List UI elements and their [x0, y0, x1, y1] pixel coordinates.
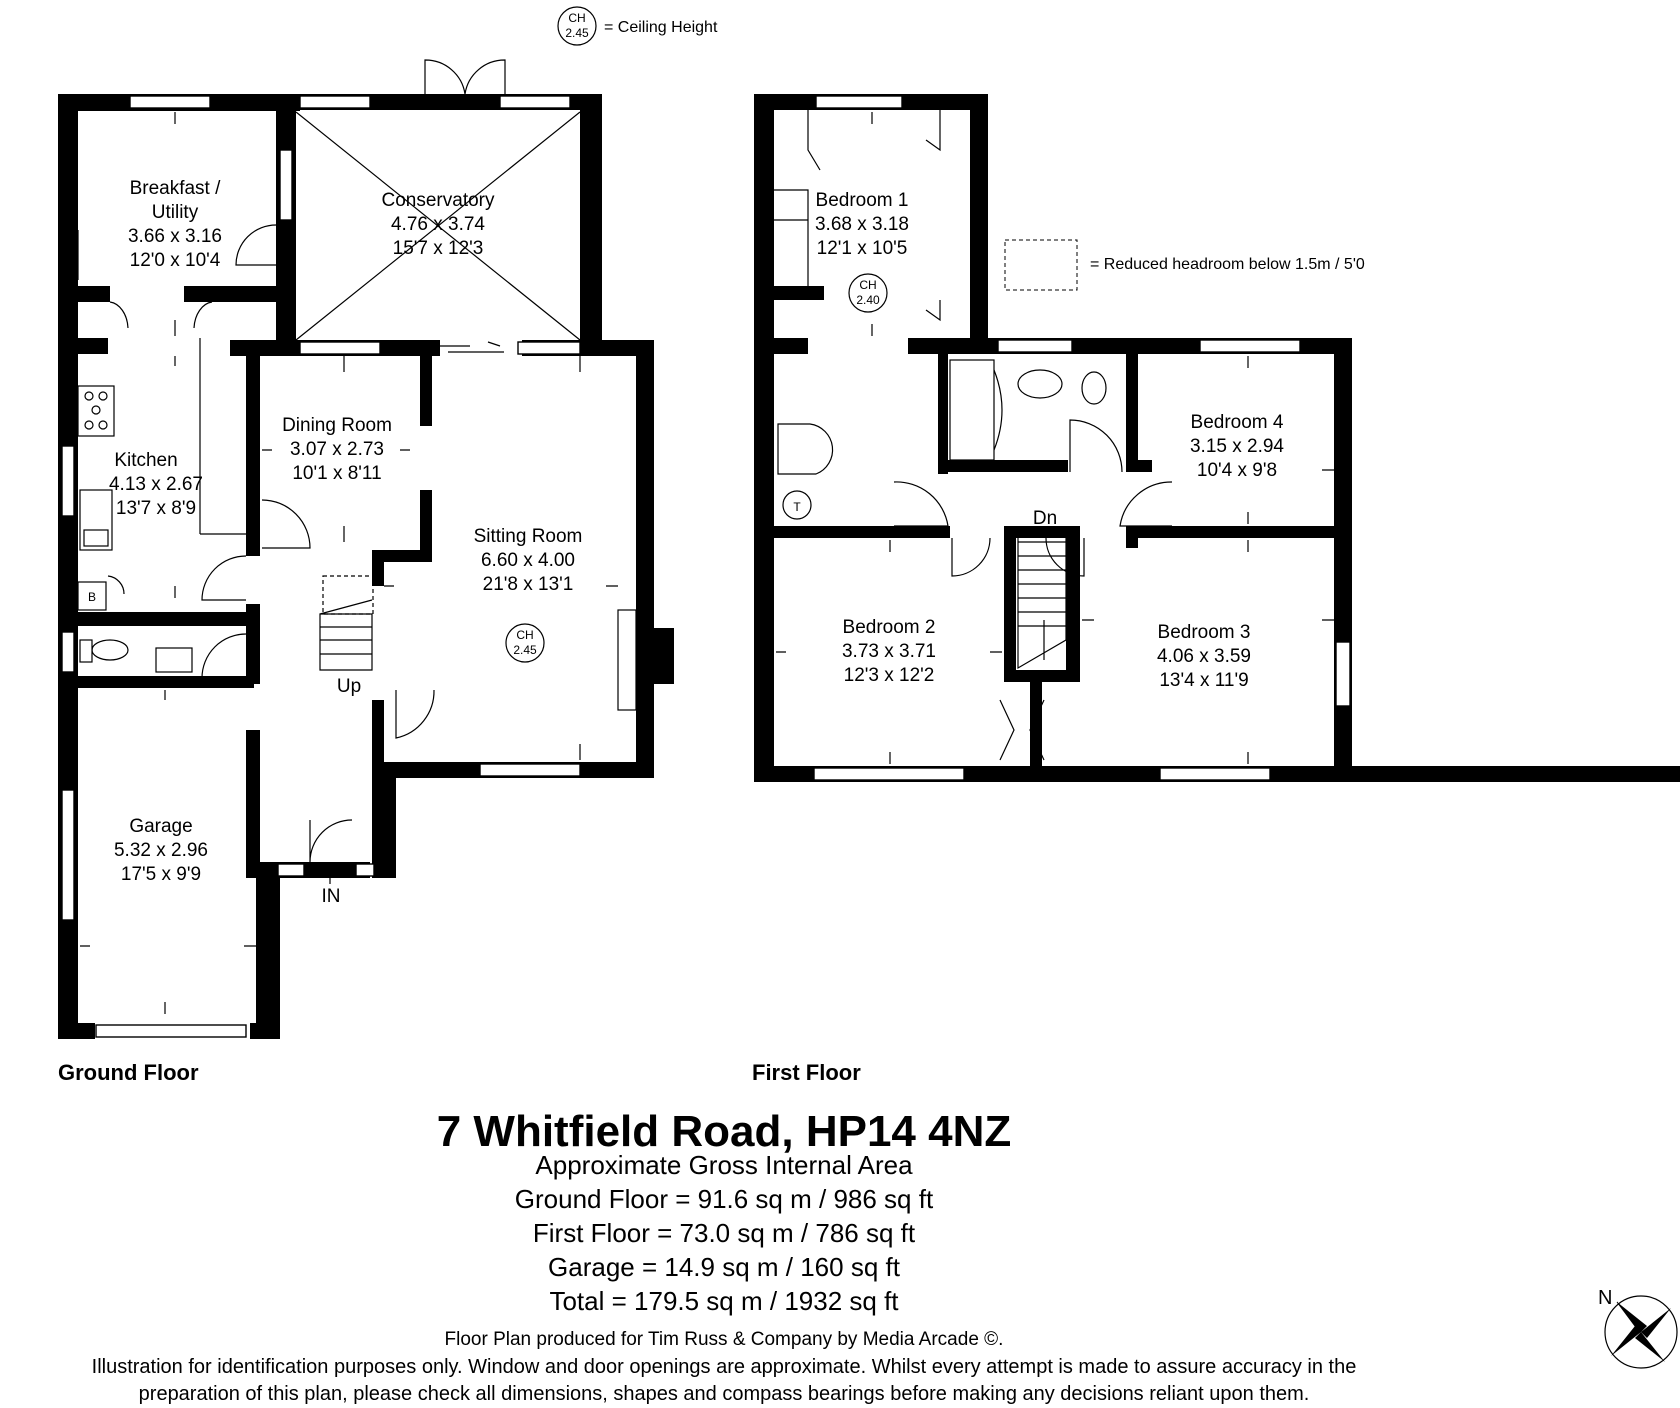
dining-imperial: 10'1 x 8'11: [292, 463, 381, 484]
first-floor-plan: T Dn Bedroom 1 3.68 x 3.18 12'1 x 10'5 C…: [754, 94, 1680, 782]
bedroom3-imperial: 13'4 x 11'9: [1159, 670, 1248, 691]
disclaimer-line-1: Illustration for identification purposes…: [92, 1356, 1357, 1378]
garage-metric: 5.32 x 2.96: [114, 840, 208, 861]
compass-circle: [1604, 1295, 1678, 1369]
dining-metric: 3.07 x 2.73: [290, 439, 384, 460]
garage-name: Garage: [129, 816, 192, 837]
sitting-ch-symbol: [505, 623, 545, 663]
bedroom1-ch-code: CH: [859, 278, 876, 292]
sitting-ch-value: 2.45: [513, 643, 537, 657]
legend-reduced-label: = Reduced headroom below 1.5m / 5'0: [1090, 256, 1365, 273]
breakfast-metric: 3.66 x 3.16: [128, 226, 222, 247]
stairs-down-label: Dn: [1033, 508, 1057, 529]
kitchen-imperial: 13'7 x 8'9: [116, 498, 196, 519]
ground-floor-label: Ground Floor: [58, 1060, 199, 1085]
compass-north-label: N: [1598, 1287, 1612, 1309]
conservatory-name: Conservatory: [382, 190, 495, 211]
sitting-metric: 6.60 x 4.00: [481, 550, 575, 571]
stairs-up-label: Up: [337, 676, 361, 697]
disclaimer-line-2: preparation of this plan, please check a…: [139, 1383, 1310, 1405]
bedroom1-name: Bedroom 1: [816, 190, 909, 211]
tank-label: T: [793, 500, 801, 514]
bedroom3-name: Bedroom 3: [1158, 622, 1251, 643]
tank-symbol: [782, 490, 812, 520]
bedroom1-imperial: 12'1 x 10'5: [817, 238, 908, 259]
legend-ch-label: = Ceiling Height: [604, 19, 718, 36]
area-garage: Garage = 14.9 sq m / 160 sq ft: [548, 1252, 901, 1282]
sitting-imperial: 21'8 x 13'1: [483, 574, 574, 595]
sitting-name: Sitting Room: [474, 526, 583, 547]
kitchen-metric: 4.13 x 2.67: [109, 474, 203, 495]
garage-imperial: 17'5 x 9'9: [121, 864, 201, 885]
conservatory-imperial: 15'7 x 12'3: [393, 238, 484, 259]
boiler-label: B: [88, 590, 96, 604]
sitting-ch-code: CH: [516, 628, 533, 642]
entrance-label: IN: [322, 886, 341, 907]
legend: CH 2.45 = Ceiling Height = Reduced headr…: [557, 6, 1365, 291]
entrance-arrow-icon: [321, 865, 339, 884]
area-ground-floor: Ground Floor = 91.6 sq m / 986 sq ft: [515, 1184, 934, 1214]
breakfast-name-2: Utility: [152, 202, 199, 223]
area-subtitle: Approximate Gross Internal Area: [535, 1150, 913, 1180]
bedroom2-name: Bedroom 2: [843, 617, 936, 638]
compass: N: [1598, 1287, 1678, 1369]
first-floor-label: First Floor: [752, 1060, 861, 1085]
bedroom4-name: Bedroom 4: [1191, 412, 1284, 433]
legend-ch-value: 2.45: [565, 26, 589, 40]
bedroom1-ch-value: 2.40: [856, 293, 880, 307]
breakfast-imperial: 12'0 x 10'4: [130, 250, 221, 271]
bedroom4-imperial: 10'4 x 9'8: [1197, 460, 1277, 481]
dining-name: Dining Room: [282, 415, 392, 436]
legend-ch-code: CH: [568, 11, 585, 25]
bedroom2-metric: 3.73 x 3.71: [842, 641, 936, 662]
ceiling-height-symbol: [557, 6, 597, 46]
credit-line: Floor Plan produced for Tim Russ & Compa…: [445, 1329, 1004, 1350]
bedroom3-metric: 4.06 x 3.59: [1157, 646, 1251, 667]
kitchen-name: Kitchen: [114, 450, 177, 471]
bedroom2-imperial: 12'3 x 12'2: [844, 665, 935, 686]
area-first-floor: First Floor = 73.0 sq m / 786 sq ft: [533, 1218, 916, 1248]
area-total: Total = 179.5 sq m / 1932 sq ft: [549, 1286, 899, 1316]
reduced-headroom-symbol: [1004, 239, 1078, 291]
ground-floor-plan: B Breakfast / Utility 3.66 x 3.16 12'0 x…: [58, 59, 674, 1039]
conservatory-metric: 4.76 x 3.74: [391, 214, 485, 235]
bedroom4-metric: 3.15 x 2.94: [1190, 436, 1284, 457]
breakfast-name-1: Breakfast /: [130, 178, 222, 199]
bedroom1-ch-symbol: [848, 273, 888, 313]
bedroom1-metric: 3.68 x 3.18: [815, 214, 909, 235]
property-address: 7 Whitfield Road, HP14 4NZ: [437, 1107, 1012, 1156]
